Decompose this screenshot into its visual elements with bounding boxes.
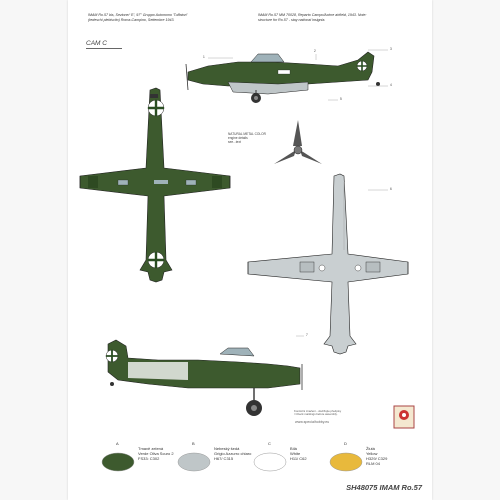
callout-7: 7 [306, 333, 308, 337]
legend-swatch-a [101, 452, 135, 472]
leader-lines [208, 49, 388, 337]
legend-letter-a: A [116, 441, 119, 446]
camo-label: CAM C [86, 40, 107, 47]
legend-swatch-c [253, 452, 287, 472]
footer-title: SH48075 IMAM Ro.57 [346, 483, 422, 492]
side-view-bottom [105, 339, 303, 416]
camo-underline [86, 48, 122, 49]
legend-swatch-b [177, 452, 211, 472]
callout-3: 3 [390, 47, 392, 51]
legend-letter-c: C [268, 441, 271, 446]
wing-note: NATURAL METAL COLOR engine details see..… [228, 132, 266, 144]
aircraft-drawings [79, 49, 409, 416]
caption-top-right: IMAM Ro.57 MM 70028, Reparto Campo/Acime… [258, 13, 367, 22]
color-legend-swatches: A B C D [101, 441, 363, 472]
callout-1: 1 [203, 55, 205, 59]
decal-sheet-icon [393, 405, 415, 429]
bottom-view [247, 173, 409, 355]
propeller-detail [274, 120, 322, 164]
instruction-sheet: IMAM Ro.57 bis, Sezione/ 'E', 97° Gruppo… [68, 0, 432, 500]
website-url: www.specialhobby.eu [295, 420, 330, 424]
legend-swatch-d [329, 452, 363, 472]
callout-4: 4 [390, 83, 392, 87]
legend-text-d: Žlutá Yellow H329/ C329 RLM 04 [366, 446, 388, 466]
callout-6: 6 [390, 187, 392, 191]
legend-text-c: Bílá White H11/ C62 [290, 446, 307, 461]
assembly-note: Kontrolní značení - dodržujte předpisy /… [294, 409, 342, 417]
legend-text-b: Nebeský šedá Grigio Azzurro chiaro H67/ … [214, 446, 252, 461]
top-view [79, 87, 231, 283]
callout-2: 2 [314, 49, 316, 53]
callout-5: 5 [340, 97, 342, 101]
legend-letter-d: D [344, 441, 347, 446]
legend-letter-b: B [192, 441, 195, 446]
legend-text-a: Tmavě zelená Verde Oliva Scuro 2 FS33: C… [138, 446, 174, 461]
side-view-top [185, 51, 380, 103]
caption-top-left: IMAM Ro.57 bis, Sezione/ 'E', 97° Gruppo… [88, 13, 188, 22]
